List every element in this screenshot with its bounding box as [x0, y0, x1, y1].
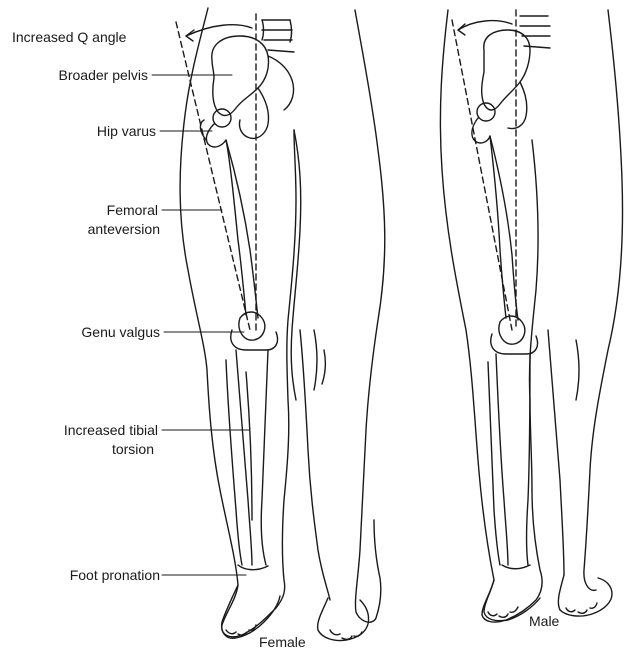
- male-q-angle-arc: [458, 21, 512, 30]
- female-femoral-head: [213, 109, 231, 127]
- female-pelvis: [212, 36, 269, 115]
- label-broader-pelvis: Broader pelvis: [59, 66, 149, 84]
- male-right-leg-outline: [584, 10, 623, 590]
- female-left-leg-outline: [180, 8, 296, 637]
- label-anteversion: anteversion: [88, 220, 160, 238]
- male-figure: [440, 10, 622, 622]
- male-sacrum: [520, 16, 550, 48]
- label-femoral: Femoral: [107, 201, 158, 219]
- caption-male: Male: [529, 612, 559, 630]
- female-right-leg-outline: [355, 10, 385, 622]
- caption-female: Female: [259, 633, 306, 651]
- male-femoral-head: [477, 103, 495, 121]
- female-sacrum: [262, 20, 294, 52]
- label-q-angle: Increased Q angle: [12, 28, 126, 46]
- label-increased-tibial: Increased tibial: [64, 421, 158, 439]
- label-hip-varus: Hip varus: [97, 122, 156, 140]
- male-pelvis: [482, 30, 530, 110]
- female-figure: [176, 8, 385, 641]
- label-genu-valgus: Genu valgus: [81, 323, 160, 341]
- female-patella: [239, 312, 265, 340]
- label-foot-pronation: Foot pronation: [70, 566, 160, 584]
- label-torsion: torsion: [112, 440, 154, 458]
- female-q-angle-arc: [186, 25, 252, 36]
- male-right-inner-leg: [548, 330, 564, 575]
- male-tibia: [496, 354, 508, 565]
- male-left-inner-leg: [529, 140, 538, 490]
